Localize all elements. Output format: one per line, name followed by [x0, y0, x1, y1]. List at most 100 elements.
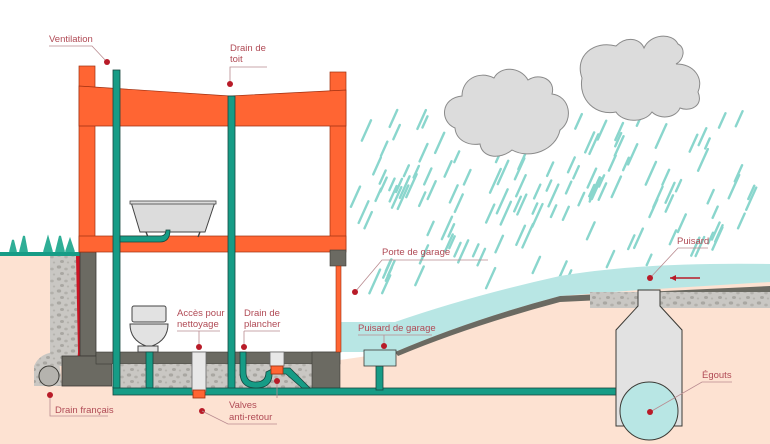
svg-text:Drain de: Drain de — [244, 308, 280, 319]
raindrop — [596, 119, 608, 141]
raindrop — [388, 184, 398, 203]
raindrop — [531, 202, 544, 228]
raindrop — [545, 161, 555, 178]
cloud-left — [444, 68, 569, 157]
raindrop — [644, 160, 658, 186]
raindrop — [421, 115, 429, 129]
raindrop — [448, 235, 456, 250]
svg-text:Drain français: Drain français — [55, 405, 114, 416]
raindrop — [597, 174, 606, 188]
raindrop — [613, 135, 625, 157]
raindrop — [396, 184, 410, 211]
raindrop — [426, 220, 435, 237]
raindrop — [547, 183, 560, 208]
backfill-gravel — [50, 256, 78, 366]
raindrop — [484, 203, 496, 224]
check-valve-2 — [270, 365, 284, 375]
svg-text:toit: toit — [230, 54, 243, 65]
raindrop — [379, 140, 389, 158]
raindrop — [402, 164, 411, 178]
raindrop — [496, 159, 510, 186]
raindrop — [626, 234, 636, 251]
grass-base — [0, 252, 80, 256]
raindrop — [368, 268, 382, 295]
raindrop — [516, 193, 528, 216]
raindrop — [372, 156, 383, 176]
road-gravel — [590, 292, 770, 308]
raindrop — [488, 167, 502, 194]
raindrop — [585, 221, 596, 241]
raindrop — [674, 178, 683, 193]
label-sewer: Égouts — [647, 370, 732, 415]
raindrop — [561, 205, 570, 222]
raindrop — [360, 119, 373, 142]
label-sump: Puisard — [647, 236, 709, 281]
raindrop — [418, 142, 429, 163]
raindrop — [566, 156, 576, 174]
raindrop — [648, 198, 659, 219]
raindrop — [676, 213, 687, 234]
raindrop — [711, 226, 724, 251]
raindrop — [476, 247, 487, 267]
raindrop — [704, 137, 711, 150]
svg-text:Égouts: Égouts — [702, 370, 732, 381]
street-sump — [615, 289, 683, 441]
raindrop — [532, 183, 542, 200]
label-floor-drain: Drain de plancher — [241, 308, 280, 350]
raindrop — [747, 184, 756, 201]
runoff-water — [340, 263, 770, 352]
label-garage-door: Porte de garage — [352, 247, 488, 295]
raindrop — [440, 215, 454, 241]
label-check-valves: Valves anti-retour — [199, 378, 280, 425]
raindrop — [471, 243, 480, 258]
raindrop — [583, 131, 596, 154]
garage-sump-box — [363, 349, 397, 367]
raindrop — [664, 181, 676, 204]
raindrop — [564, 180, 573, 195]
raindrop — [380, 274, 392, 295]
raindrop — [453, 241, 462, 258]
raindrop — [688, 133, 699, 153]
svg-text:plancher: plancher — [244, 319, 280, 330]
raindrop — [423, 167, 433, 186]
raindrop — [661, 168, 671, 186]
raindrop — [588, 133, 600, 156]
raindrop — [645, 253, 653, 267]
raindrop — [392, 123, 401, 141]
label-roof-drain: Drain de toit — [227, 43, 267, 87]
svg-text:Drain de: Drain de — [230, 43, 266, 54]
raindrop — [586, 167, 598, 189]
raindrop — [668, 229, 678, 246]
raindrop — [484, 266, 497, 290]
cleanout-access — [191, 351, 207, 393]
raindrop — [386, 259, 396, 278]
label-french-drain: Drain français — [47, 392, 114, 417]
raindrop — [597, 182, 608, 201]
raindrop — [390, 185, 403, 209]
raindrop — [614, 131, 623, 148]
raindrop — [588, 176, 601, 201]
raindrop — [521, 222, 535, 249]
soil — [0, 256, 770, 444]
svg-text:Accès pour: Accès pour — [177, 308, 225, 319]
raindrop — [706, 188, 715, 205]
raindrop — [694, 235, 706, 258]
raindrop — [621, 156, 630, 172]
raindrop — [462, 168, 472, 186]
svg-text:Porte de garage: Porte de garage — [382, 247, 450, 258]
raindrop — [574, 112, 584, 130]
raindrop — [378, 169, 387, 185]
raindrop — [457, 239, 470, 264]
raindrop — [453, 150, 461, 164]
raindrop — [711, 205, 719, 220]
raindrop — [443, 233, 454, 253]
raindrop — [626, 143, 639, 166]
raindrop — [706, 231, 715, 245]
raindrop — [494, 234, 505, 254]
membrane — [68, 256, 80, 366]
raindrop — [388, 177, 396, 192]
check-valve-1 — [192, 389, 206, 399]
raindrop — [394, 177, 404, 194]
raindrop — [405, 173, 418, 199]
